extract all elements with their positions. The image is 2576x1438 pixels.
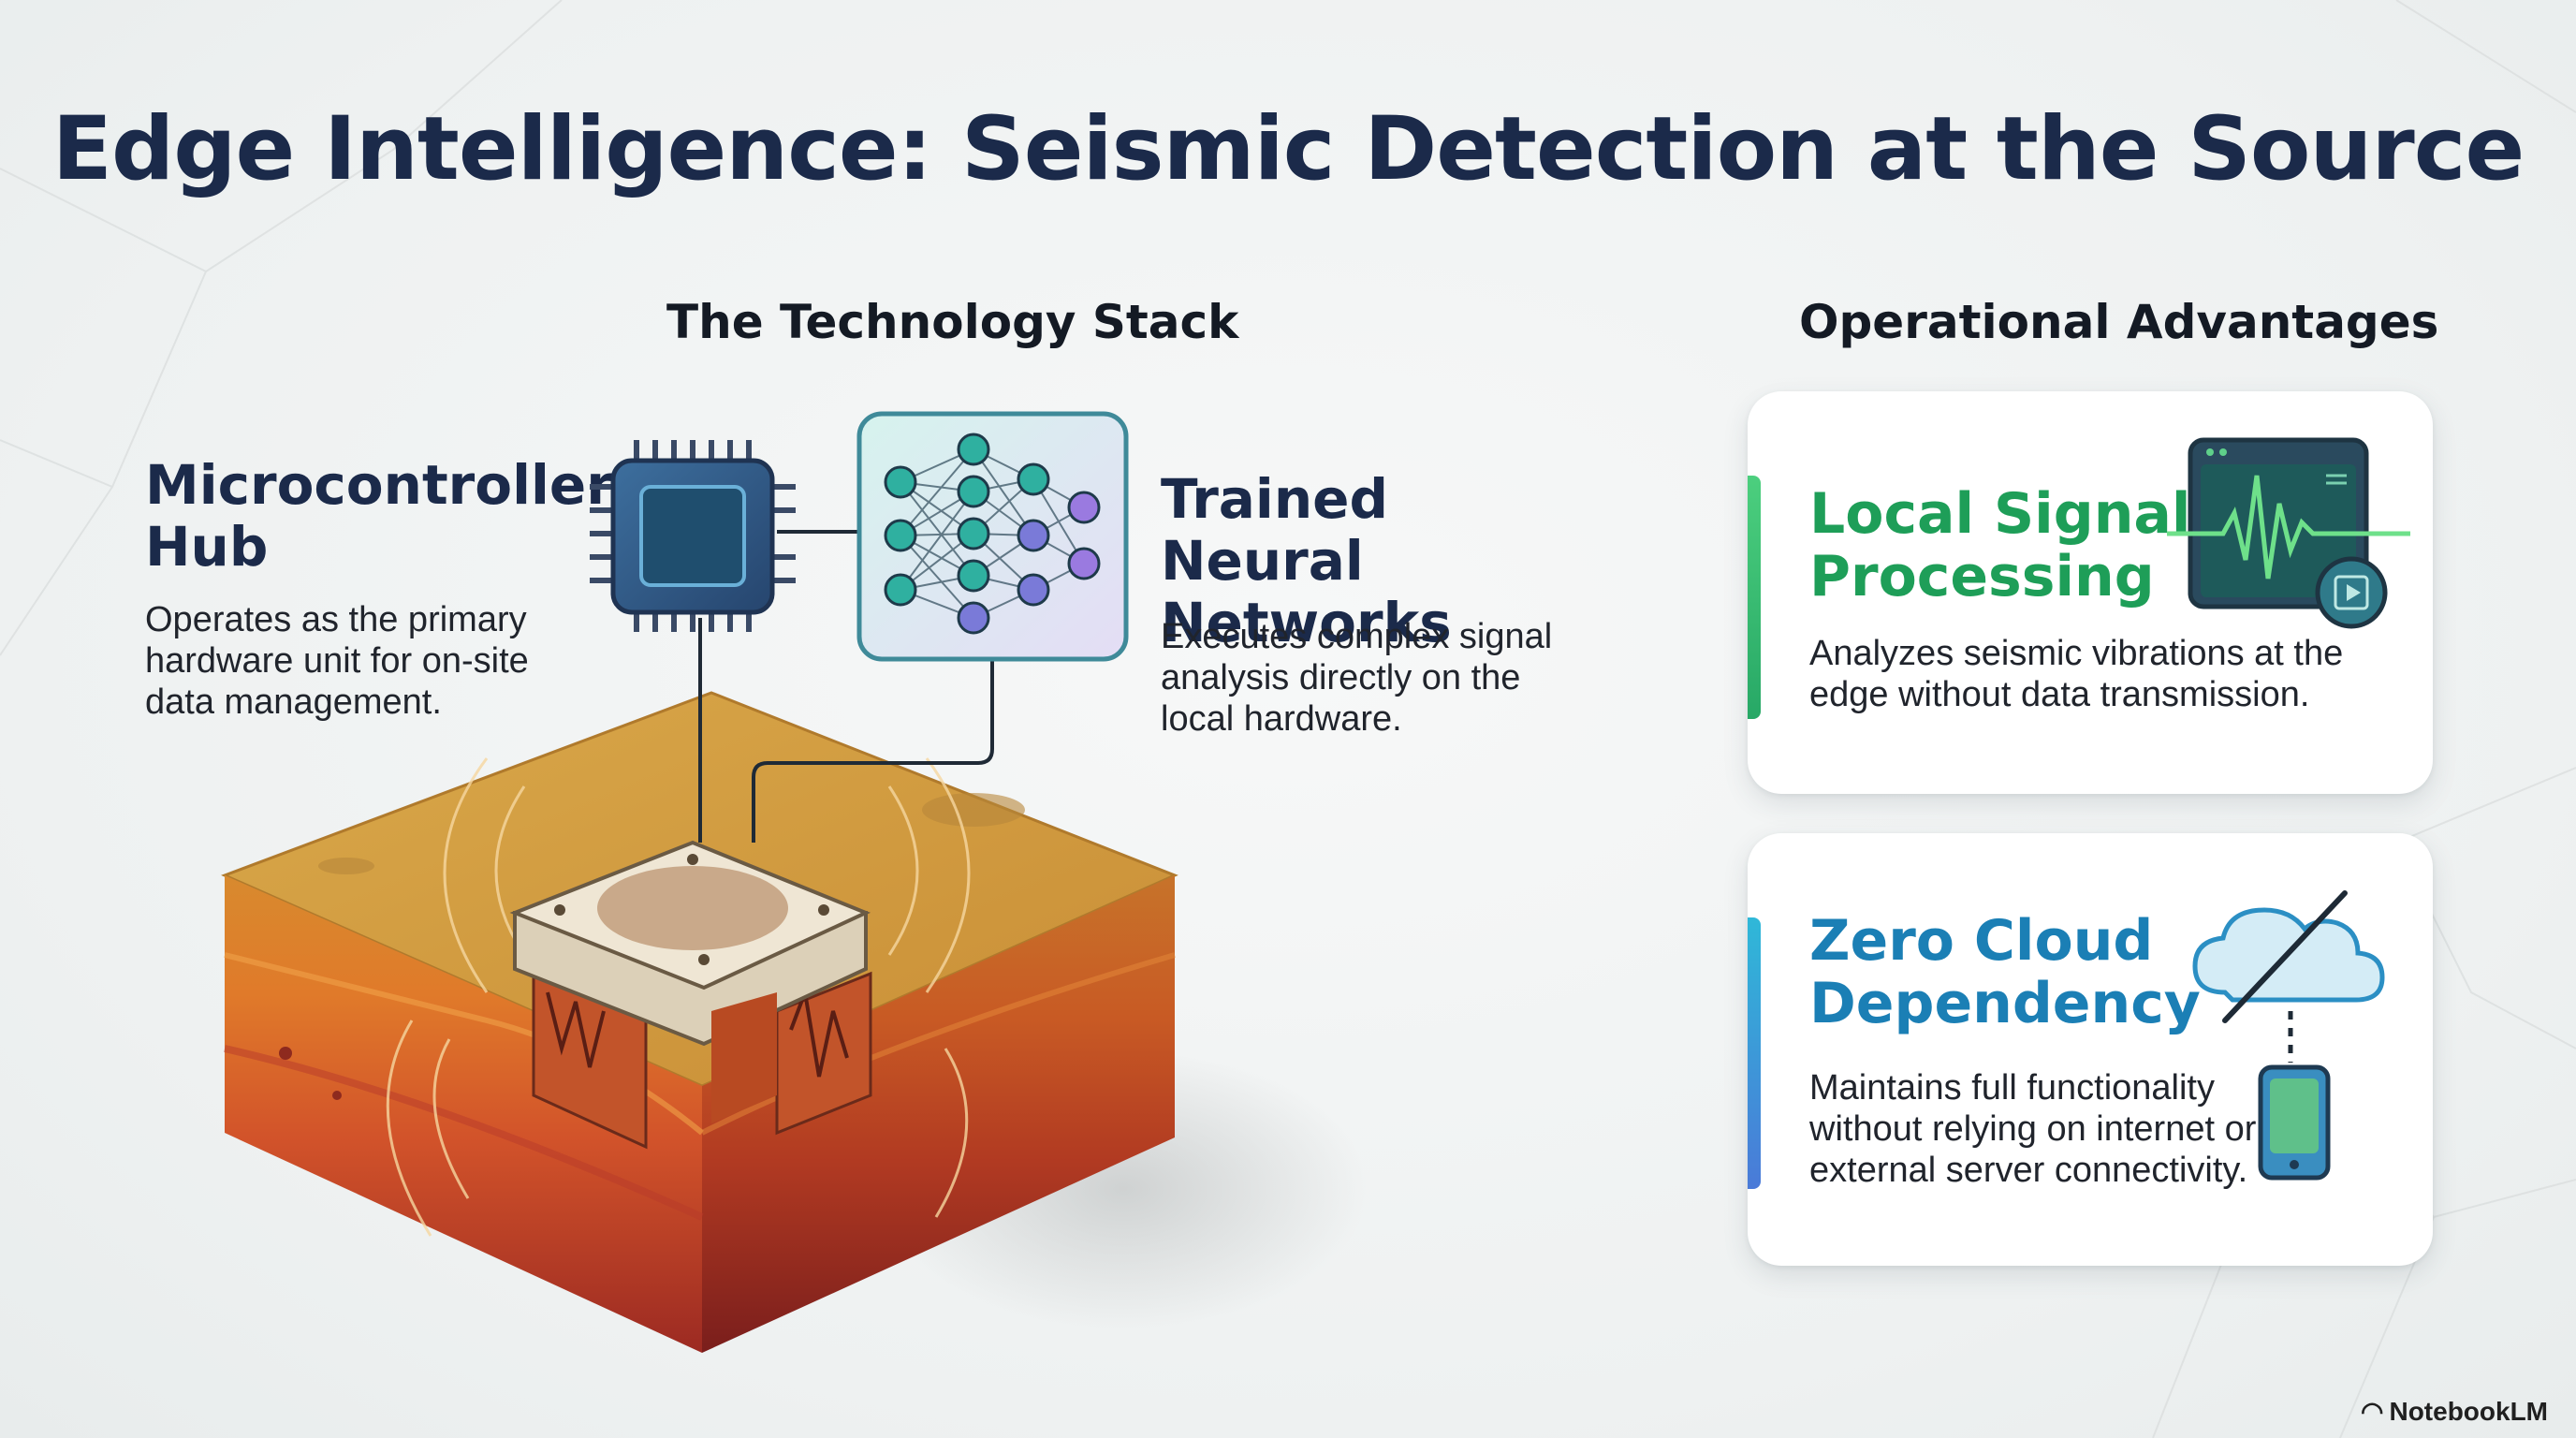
seismic-sensor [509, 840, 872, 1150]
monitor-waveform-icon [2167, 437, 2410, 629]
notebooklm-brand: ◠NotebookLM [2361, 1396, 2548, 1427]
microcontroller-desc-line1: Operates as the primary [145, 600, 527, 639]
local-signal-processing-title: Local Signal Processing [1809, 483, 2203, 609]
local-desc-line1: Analyzes seismic vibrations at the [1809, 634, 2344, 673]
zero-cloud-dependency-card: Zero Cloud Dependency Maintains full fun… [1748, 833, 2433, 1266]
microcontroller-desc-line2: hardware unit for on-site [145, 641, 529, 681]
microcontroller-title-line2: Hub [145, 515, 269, 579]
neural-desc-line2: analysis directly on the [1161, 658, 1521, 697]
neural-desc-line3: local hardware. [1161, 699, 1402, 739]
local-signal-processing-card: Local Signal Processing Analyzes seismic… [1748, 391, 2433, 794]
zero-cloud-dependency-description: Maintains full functionality without rel… [1809, 1067, 2296, 1191]
local-title-line2: Processing [1809, 544, 2155, 609]
card-accent-bar [1748, 917, 1761, 1189]
neural-networks-title: Trained Neural Networks [1161, 468, 1591, 653]
technology-stack-illustration [221, 411, 1367, 1353]
operational-advantages-heading: Operational Advantages [1799, 295, 2439, 349]
neural-title-line1: Trained Neural [1161, 467, 1388, 593]
neural-network-icon [856, 411, 1129, 662]
cloud-desc-line3: external server connectivity. [1809, 1151, 2248, 1190]
brand-label: NotebookLM [2389, 1397, 2548, 1426]
cloud-desc-line1: Maintains full functionality [1809, 1068, 2215, 1108]
neural-desc-line1: Executes complex signal [1161, 617, 1553, 656]
zero-cloud-dependency-title: Zero Cloud Dependency [1809, 910, 2203, 1035]
microcontroller-description: Operates as the primary hardware unit fo… [145, 599, 557, 723]
cloud-desc-line2: without relying on internet or [1809, 1109, 2257, 1149]
local-desc-line2: edge without data transmission. [1809, 675, 2310, 714]
local-title-line1: Local Signal [1809, 481, 2191, 547]
local-signal-processing-description: Analyzes seismic vibrations at the edge … [1809, 633, 2390, 715]
neural-networks-description: Executes complex signal analysis directl… [1161, 616, 1591, 740]
cloud-title-line1: Zero Cloud [1809, 908, 2154, 974]
card-accent-bar [1748, 476, 1761, 719]
technology-stack-heading: The Technology Stack [666, 295, 1239, 349]
cloud-title-line2: Dependency [1809, 971, 2201, 1036]
microchip-icon [590, 440, 796, 632]
microcontroller-title: Microcontroller Hub [145, 453, 613, 579]
microcontroller-title-line1: Microcontroller [145, 453, 613, 517]
cloud-off-icon [2192, 890, 2385, 1181]
microcontroller-desc-line3: data management. [145, 682, 442, 722]
neural-title-line2: Networks [1161, 591, 1452, 654]
page-title: Edge Intelligence: Seismic Detection at … [51, 98, 2525, 200]
notebooklm-logo-icon: ◠ [2361, 1397, 2384, 1426]
